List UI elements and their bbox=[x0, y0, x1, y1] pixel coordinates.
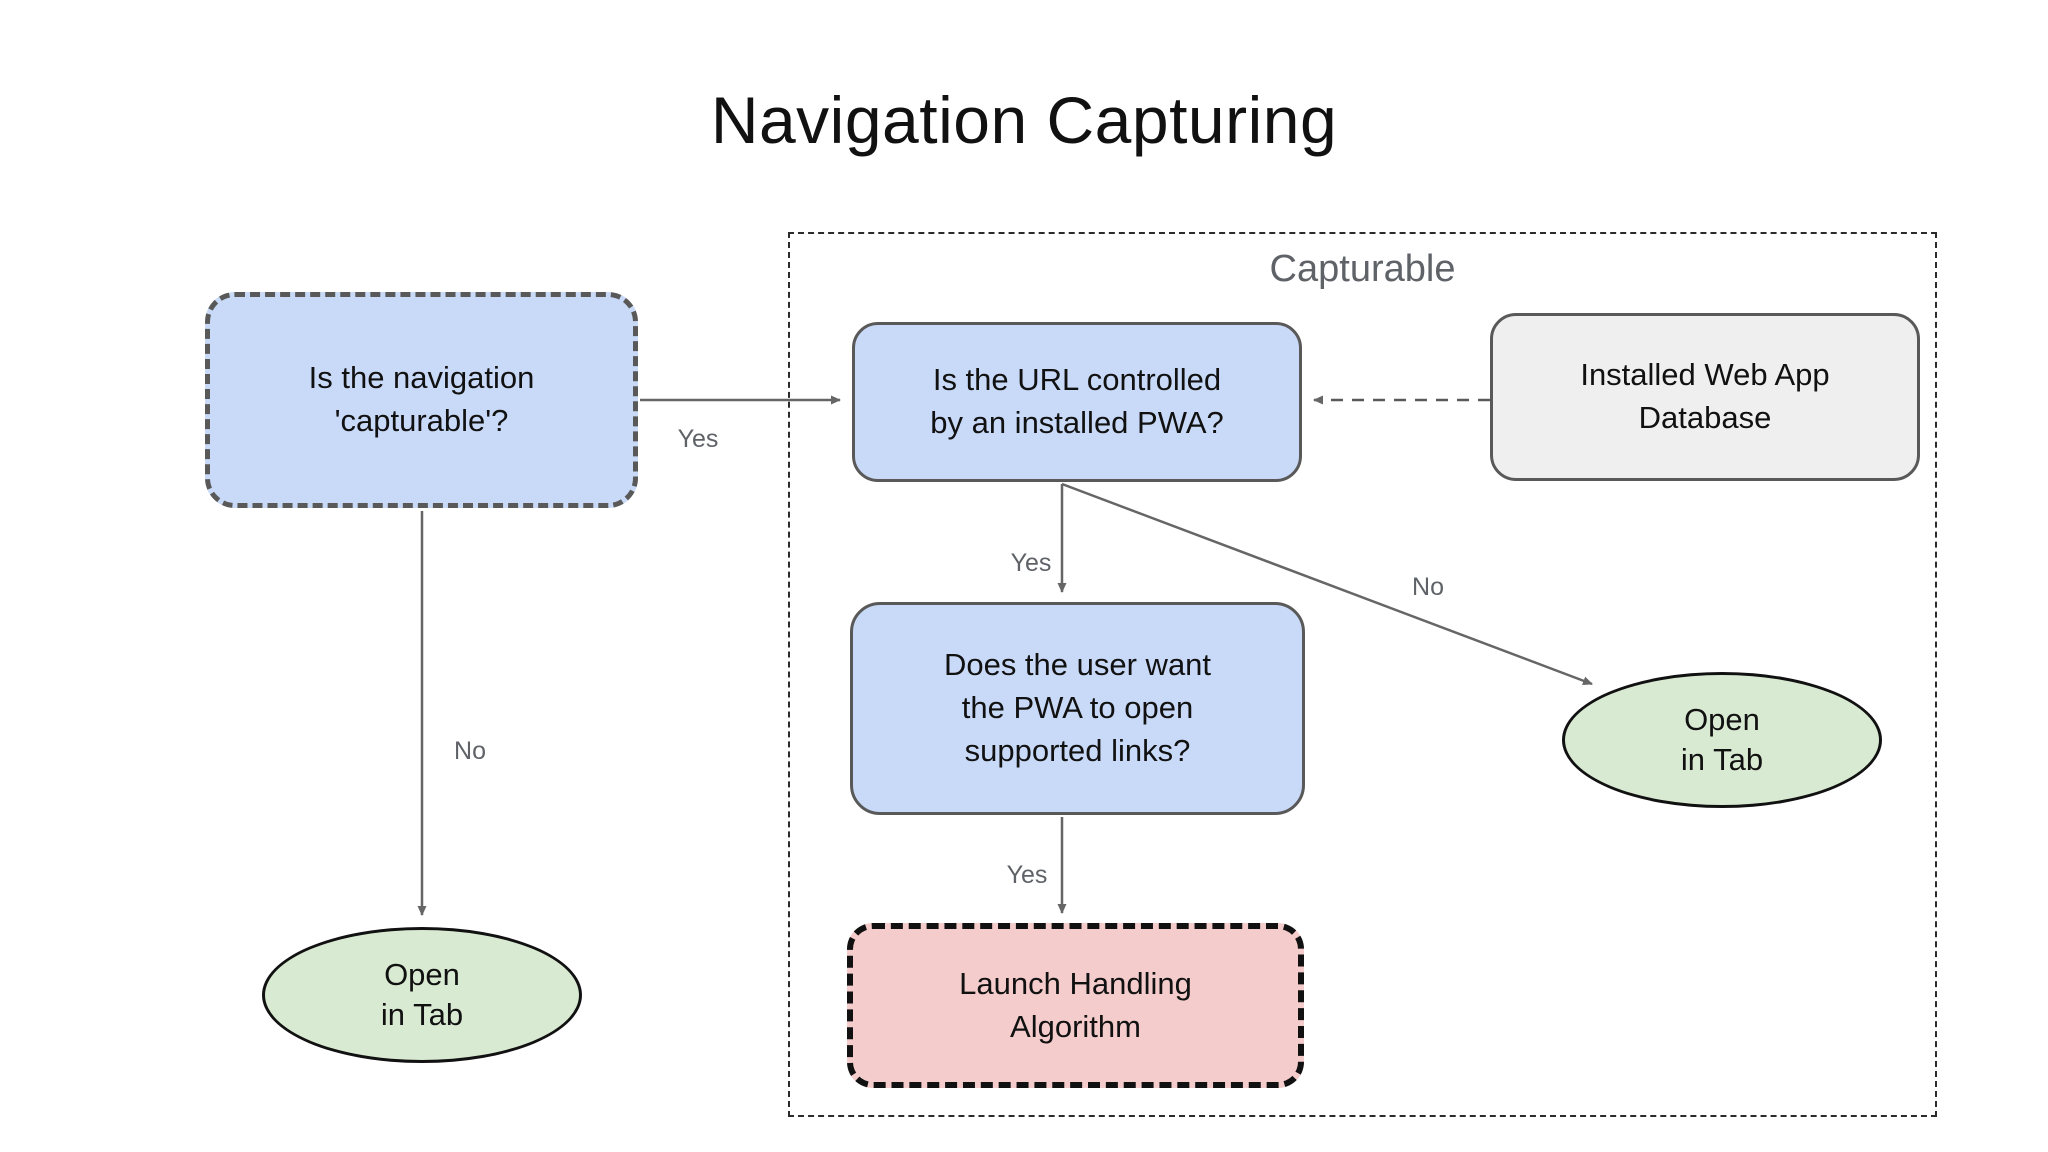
node-user-want-supported-links-text: Does the user want the PWA to open suppo… bbox=[943, 647, 1212, 768]
terminal-open-in-tab-right-text: Open in Tab bbox=[1680, 701, 1764, 777]
terminal-open-in-tab-left: Open in Tab bbox=[262, 927, 582, 1063]
node-user-want-supported-links: Does the user want the PWA to open suppo… bbox=[850, 602, 1305, 815]
node-launch-handling-algorithm-text: Launch Handling Algorithm bbox=[959, 965, 1192, 1044]
node-installed-web-app-database-text: Installed Web App Database bbox=[1580, 357, 1830, 435]
capturable-group-label: Capturable bbox=[1269, 248, 1456, 290]
page-title: Navigation Capturing bbox=[710, 83, 1338, 157]
node-launch-handling-algorithm: Launch Handling Algorithm bbox=[847, 923, 1304, 1088]
node-installed-web-app-database: Installed Web App Database bbox=[1490, 313, 1920, 481]
node-url-controlled-by-pwa-text: Is the URL controlled by an installed PW… bbox=[930, 362, 1224, 440]
terminal-open-in-tab-left-text: Open in Tab bbox=[380, 956, 464, 1032]
edge-label-no-controlled: No bbox=[1412, 573, 1444, 601]
node-url-controlled-by-pwa: Is the URL controlled by an installed PW… bbox=[852, 322, 1302, 482]
capturable-group-container: Capturable bbox=[788, 232, 1937, 1117]
node-is-navigation-capturable: Is the navigation 'capturable'? bbox=[205, 292, 638, 508]
terminal-open-in-tab-right: Open in Tab bbox=[1562, 672, 1882, 808]
edge-label-yes-capturable: Yes bbox=[677, 425, 719, 453]
node-is-navigation-capturable-text: Is the navigation 'capturable'? bbox=[308, 360, 535, 438]
edge-label-yes-supported: Yes bbox=[1006, 861, 1048, 889]
edge-label-yes-controlled: Yes bbox=[1010, 549, 1052, 577]
edge-label-no-capturable: No bbox=[454, 737, 486, 765]
